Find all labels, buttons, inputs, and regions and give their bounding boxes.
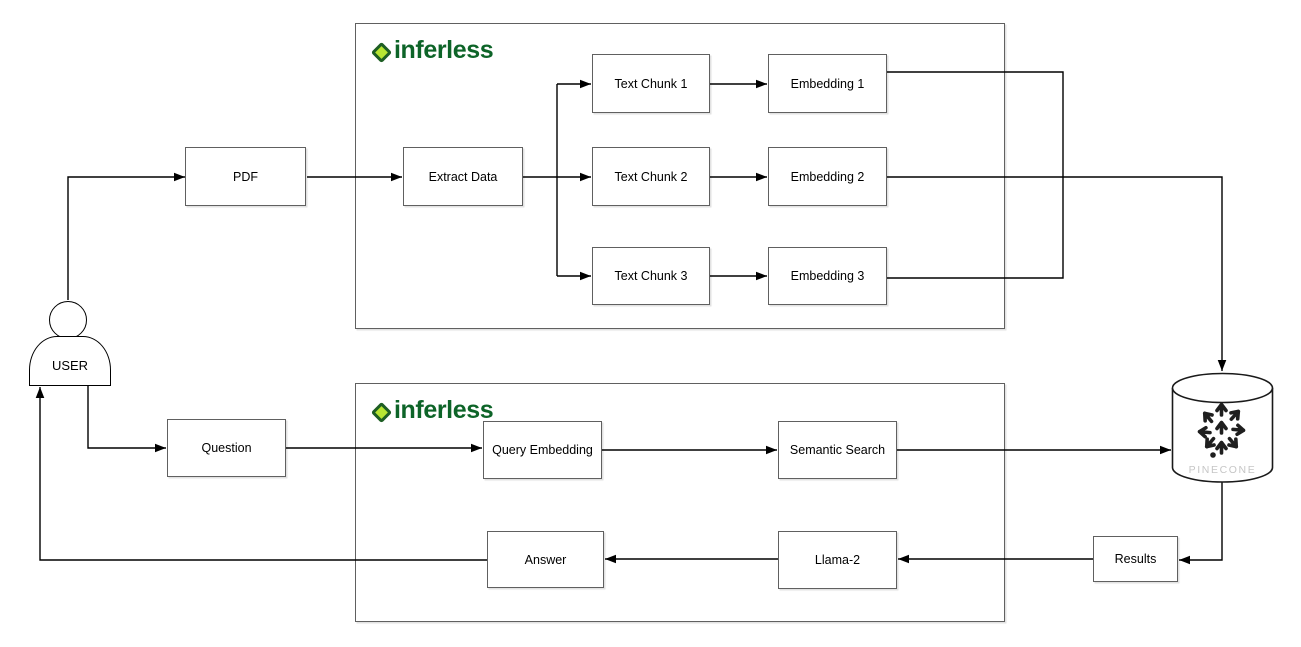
node-embedding-2-label: Embedding 2 — [790, 169, 865, 184]
node-results-label: Results — [1114, 552, 1157, 566]
node-embedding-3-label: Embedding 3 — [790, 269, 865, 283]
node-query-embedding-label: Query Embedding — [492, 443, 593, 457]
node-question-label: Question — [201, 441, 252, 455]
node-semantic-search: Semantic Search — [778, 421, 897, 479]
inferless-diamond-icon — [370, 401, 393, 423]
node-text-chunk-2-label: Text Chunk 2 — [614, 169, 688, 184]
node-text-chunk-2: Text Chunk 2 — [592, 147, 710, 206]
pinecone-label: PINECONE — [1189, 464, 1257, 476]
user-icon — [49, 301, 87, 339]
node-question: Question — [167, 419, 286, 477]
user-node: USER — [29, 336, 111, 386]
node-embedding-1-label: Embedding 1 — [790, 76, 865, 91]
pinecone-database-icon: PINECONE — [1171, 372, 1274, 483]
node-query-embedding: Query Embedding — [483, 421, 602, 479]
edge-user-to-pdf — [67, 172, 185, 300]
node-pdf-label: PDF — [233, 169, 258, 184]
inferless-logo-text: inferless — [394, 36, 494, 64]
node-text-chunk-3: Text Chunk 3 — [592, 247, 710, 305]
edge-pinecone-to-results — [1179, 482, 1223, 565]
node-extract-data-label: Extract Data — [428, 169, 498, 184]
node-results: Results — [1093, 536, 1178, 582]
node-answer-label: Answer — [524, 552, 567, 567]
edge-user-to-question — [87, 386, 166, 453]
inferless-diamond-icon — [370, 41, 393, 63]
pinecone-logo-icon — [1197, 402, 1246, 458]
inferless-query-group: inferless — [355, 383, 1005, 622]
node-text-chunk-1-label: Text Chunk 1 — [614, 76, 688, 91]
cylinder-top — [1171, 372, 1274, 404]
node-llama-2-label: Llama-2 — [814, 553, 861, 567]
node-text-chunk-3-label: Text Chunk 3 — [614, 269, 688, 283]
node-answer: Answer — [487, 531, 604, 588]
node-text-chunk-1: Text Chunk 1 — [592, 54, 710, 113]
node-embedding-2: Embedding 2 — [768, 147, 887, 206]
node-pdf: PDF — [185, 147, 306, 206]
user-label: USER — [51, 357, 89, 373]
node-embedding-3: Embedding 3 — [768, 247, 887, 305]
node-extract-data: Extract Data — [403, 147, 523, 206]
node-llama-2: Llama-2 — [778, 531, 897, 589]
node-semantic-search-label: Semantic Search — [789, 443, 886, 457]
inferless-logo-text: inferless — [394, 396, 494, 424]
inferless-logo: inferless — [370, 36, 494, 64]
cylinder-body — [1171, 388, 1274, 483]
inferless-logo: inferless — [370, 396, 494, 424]
node-embedding-1: Embedding 1 — [768, 54, 887, 113]
